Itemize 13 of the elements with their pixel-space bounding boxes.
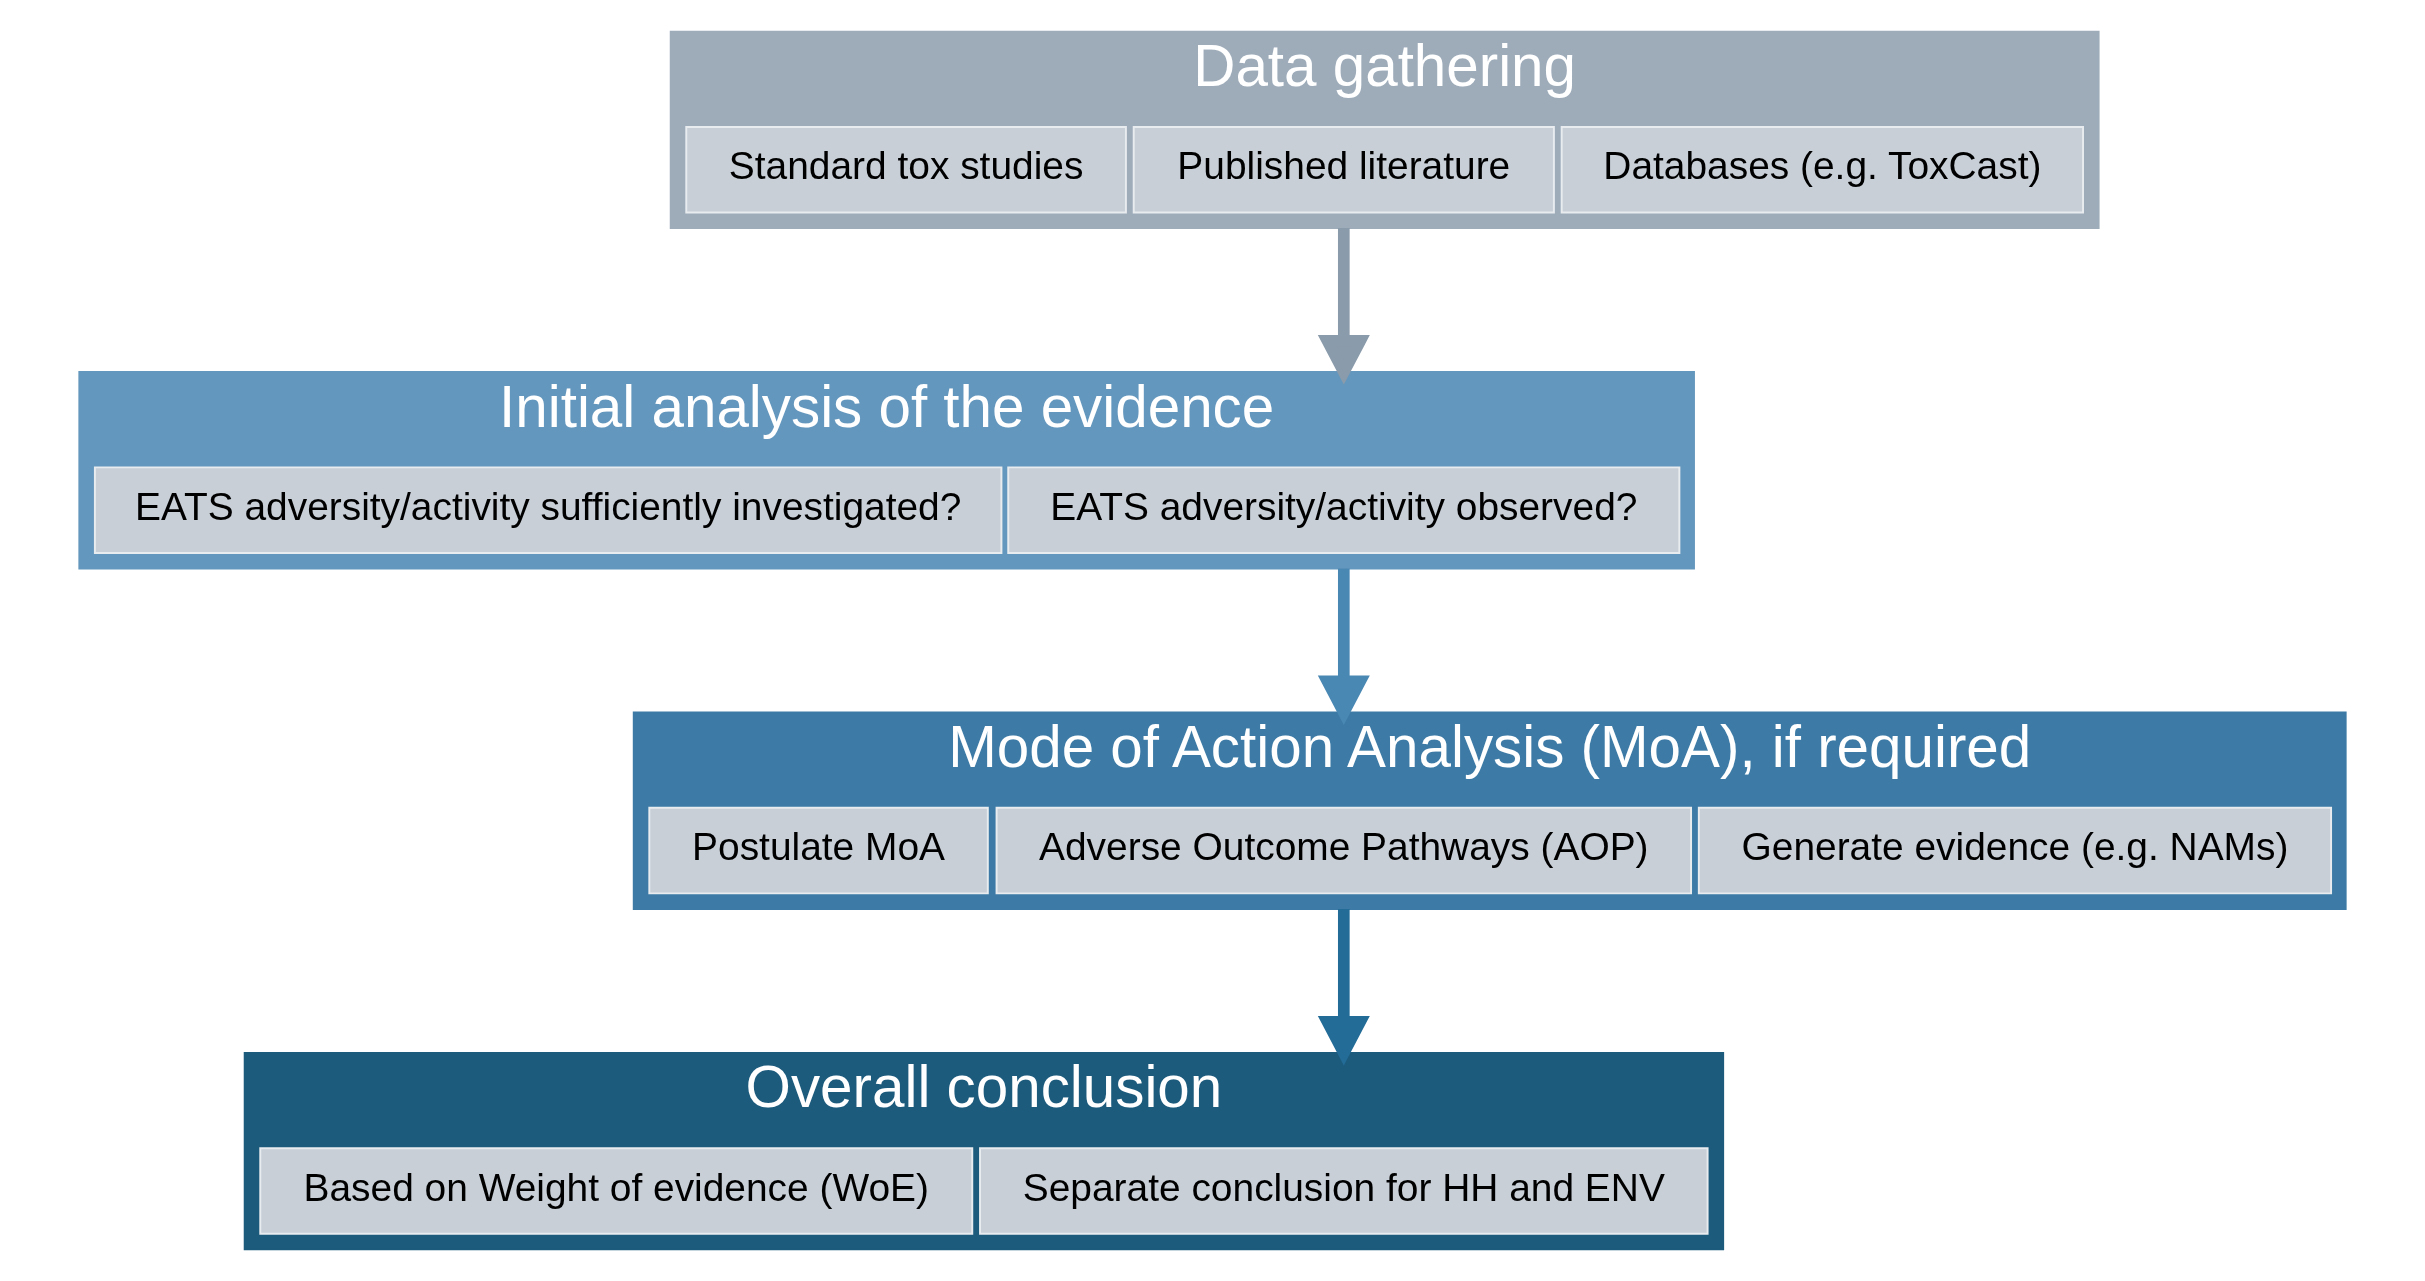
- arrow: [1317, 568, 1370, 726]
- node-box: Published literature: [1132, 125, 1555, 214]
- node-box: EATS adversity/activity sufficiently investigated?: [93, 466, 1003, 554]
- node-box: Databases (e.g. ToxCast): [1560, 125, 2084, 214]
- node-box: Standard tox studies: [685, 125, 1127, 214]
- node-box: Separate conclusion for HH and ENV: [979, 1147, 1709, 1235]
- node-box: Based on Weight of evidence (WoE): [259, 1147, 974, 1235]
- arrow: [1317, 908, 1370, 1066]
- node-box: Adverse Outcome Pathways (AOP): [995, 806, 1693, 895]
- node-box: EATS adversity/activity observed?: [1007, 466, 1681, 554]
- node-box: Postulate MoA: [648, 806, 989, 895]
- node-box: Generate evidence (e.g. NAMs): [1697, 806, 2333, 895]
- arrow: [1317, 228, 1370, 385]
